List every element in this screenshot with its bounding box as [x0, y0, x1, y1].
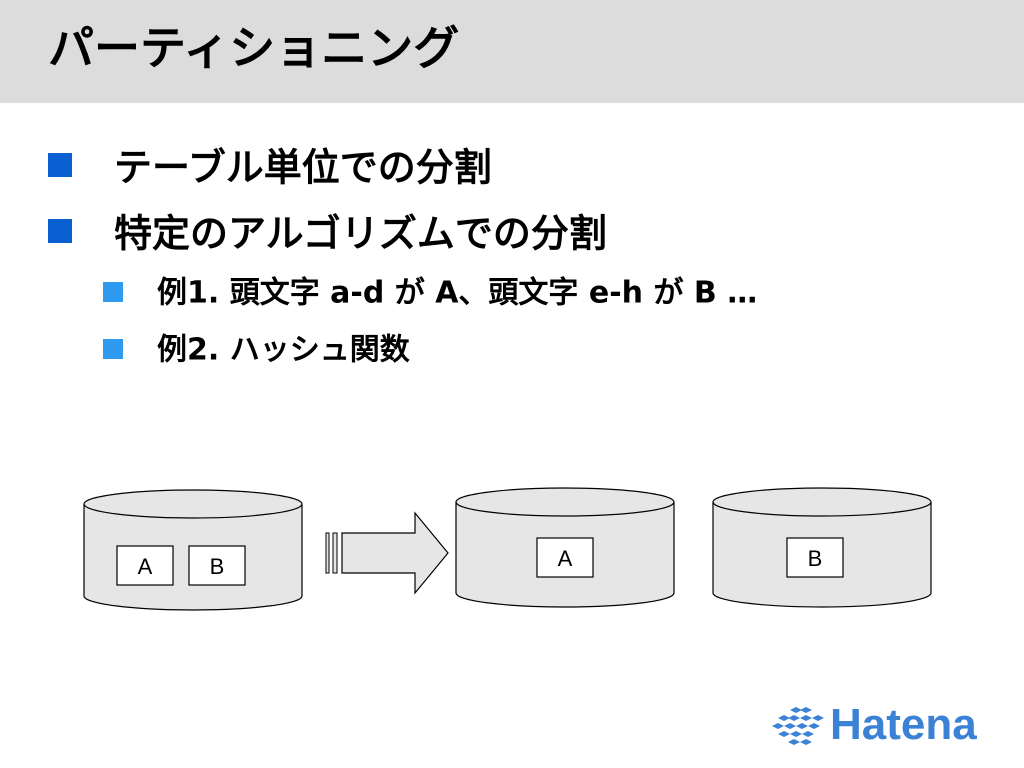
- square-bullet-icon: [48, 152, 72, 177]
- partition-box-a: [536, 537, 594, 578]
- square-bullet-icon: [48, 218, 72, 243]
- partition-box-a-label: A: [138, 554, 153, 579]
- sub-bullet-item: 例1. 頭文字 a-d が A、頭文字 e-h が B …: [103, 273, 757, 314]
- hatena-logo-text: Hatena: [830, 700, 977, 749]
- target-database-a-cylinder: A: [455, 487, 675, 608]
- slide-title: パーティショニング: [48, 21, 460, 75]
- bullet-text: 特定のアルゴリズムでの分割: [114, 211, 607, 256]
- partition-box-b: [786, 537, 844, 578]
- bullet-text: テーブル単位での分割: [114, 145, 492, 190]
- square-bullet-icon: [103, 338, 123, 359]
- sub-bullet-text: 例2. ハッシュ関数: [157, 332, 410, 368]
- partition-box-a-label: A: [558, 546, 573, 571]
- partition-box-a: [116, 545, 174, 586]
- source-database-cylinder: A B: [83, 489, 303, 611]
- bullet-item: テーブル単位での分割: [48, 140, 492, 193]
- right-arrow-icon: [325, 511, 449, 595]
- target-database-b-cylinder: B: [712, 487, 932, 608]
- bullet-item: 特定のアルゴリズムでの分割: [48, 206, 607, 259]
- title-bar: パーティショニング: [0, 0, 1024, 103]
- partition-box-b-label: B: [808, 546, 823, 571]
- square-bullet-icon: [103, 281, 123, 302]
- sub-bullet-item: 例2. ハッシュ関数: [103, 330, 410, 371]
- sub-bullet-text: 例1. 頭文字 a-d が A、頭文字 e-h が B …: [157, 275, 758, 311]
- partition-box-b-label: B: [210, 554, 225, 579]
- hatena-logo-icon: [772, 707, 824, 745]
- partition-box-b: [188, 545, 246, 586]
